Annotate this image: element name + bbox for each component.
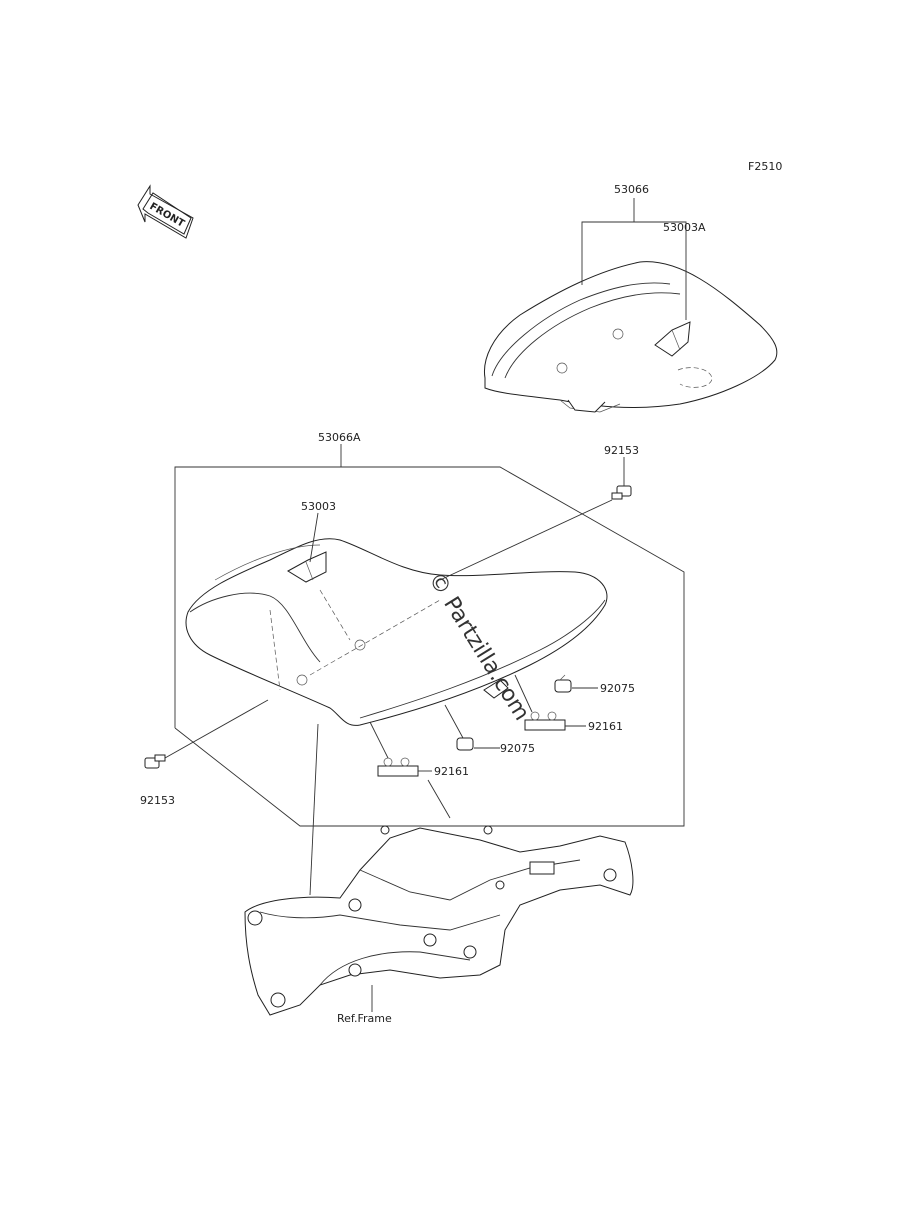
clip-right [524,711,566,731]
label-53003a: 53003A [663,221,706,234]
label-53066: 53066 [614,183,649,196]
label-ref-frame: Ref.Frame [337,1012,392,1025]
label-92161-right: 92161 [588,720,623,733]
label-92075-center: 92075 [500,742,535,755]
label-92153-right: 92153 [604,444,639,457]
damper-right [554,674,572,693]
bolt-left [144,754,166,769]
seat-group-box [174,466,685,827]
label-92075-right: 92075 [600,682,635,695]
rear-seat [483,261,778,413]
front-arrow-icon: FRONT [137,184,194,239]
label-92161-center: 92161 [434,765,469,778]
damper-center [456,737,474,751]
figure-code: F2510 [748,160,782,173]
front-seat [185,538,608,726]
rear-frame [244,825,634,1016]
label-53066a: 53066A [318,431,361,444]
bolt-right [611,485,632,500]
clip-center [377,757,419,777]
label-53003: 53003 [301,500,336,513]
label-92153-left: 92153 [140,794,175,807]
